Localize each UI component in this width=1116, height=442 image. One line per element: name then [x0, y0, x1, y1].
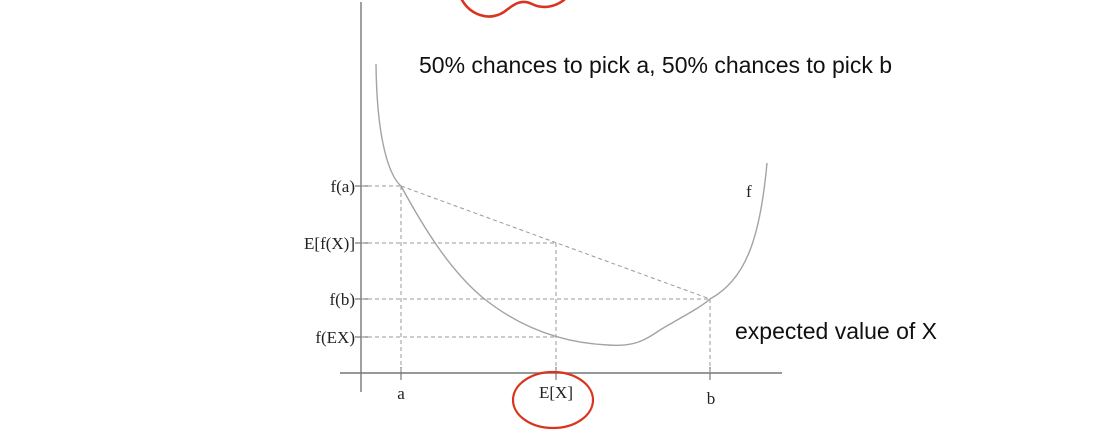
y-label-efx: E[f(X)] — [304, 234, 355, 253]
y-label-fex: f(EX) — [315, 328, 355, 347]
red-highlight-scribble — [460, 0, 566, 18]
y-label-fa: f(a) — [330, 177, 355, 196]
x-label-a: a — [397, 384, 405, 403]
red-highlight-circle — [511, 370, 595, 430]
curve-label-f: f — [746, 182, 752, 201]
expected-value-annotation: expected value of X — [735, 318, 938, 344]
x-label-b: b — [707, 389, 716, 408]
dashed-guides — [361, 185, 711, 373]
x-label-ex: E[X] — [539, 383, 573, 402]
secant-chord — [400, 185, 711, 300]
y-label-fb: f(b) — [330, 290, 355, 309]
probability-annotation: 50% chances to pick a, 50% chances to pi… — [419, 52, 893, 78]
convex-curve-f — [375, 63, 768, 347]
